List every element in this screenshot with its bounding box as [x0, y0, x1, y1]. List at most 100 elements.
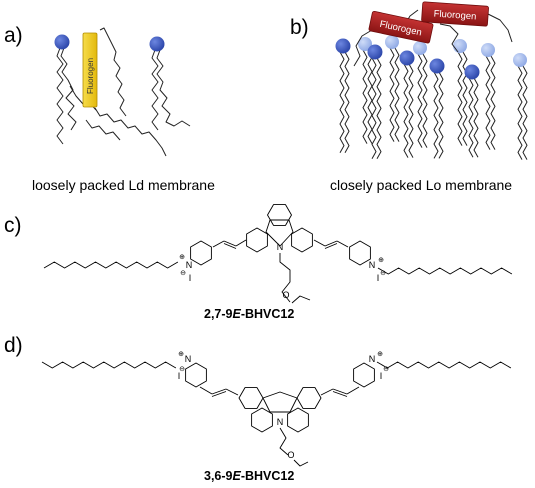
lipid-tail	[339, 51, 345, 154]
lipid-row-front	[335, 38, 480, 160]
positive-charge: ⊕	[377, 351, 383, 358]
lipid-tail	[422, 53, 428, 148]
panel-a: a) Fluorogen loosely packed Ld membrane	[4, 24, 215, 193]
lipid-tail	[367, 49, 373, 144]
iodide-counterion: I	[377, 273, 380, 283]
lipid-tail	[522, 65, 528, 160]
negative-charge: ⊖	[180, 270, 186, 277]
iodide-counterion: I	[189, 273, 192, 283]
lipid-tail	[473, 77, 479, 158]
negative-charge: ⊖	[380, 270, 386, 277]
compound-name-d: 3,6-9E-BHVC12	[204, 469, 294, 483]
alkyl-chain	[43, 261, 179, 269]
panel-d-label: d)	[4, 334, 23, 357]
aromatic-ring	[267, 204, 292, 226]
lipid-head-icon	[513, 53, 527, 67]
lipid-tail	[344, 51, 350, 154]
fluorogen-yellow: Fluorogen	[82, 32, 98, 108]
pyrrole-ring	[265, 219, 294, 247]
fluorogen-tether	[353, 29, 373, 67]
lipid-head-icon	[413, 41, 427, 55]
lipid-head-icon	[429, 58, 445, 74]
fluorogen-tether	[487, 13, 513, 43]
nitrogen-atom: N	[369, 354, 376, 364]
bond	[223, 243, 237, 249]
bond	[332, 388, 348, 395]
lipid-tail-lower	[85, 119, 121, 141]
bond	[199, 386, 213, 395]
nitrogen-atom: N	[185, 354, 192, 364]
panel-b-caption: closely packed Lo membrane	[330, 177, 512, 193]
bond	[313, 239, 326, 247]
lipid-tail	[462, 51, 468, 146]
lipid-head-icon	[464, 64, 480, 80]
lipid-head-icon	[385, 35, 399, 49]
fluorogen-label: Fluorogen	[86, 58, 95, 94]
lipid-ld-1	[54, 34, 77, 145]
bond	[223, 240, 237, 247]
bond	[211, 388, 227, 395]
aromatic-ring	[238, 387, 264, 409]
alkyl-chain	[377, 267, 513, 275]
nitrogen-atom: N	[186, 260, 193, 270]
lipid-head-icon	[54, 34, 70, 50]
bond	[235, 239, 247, 247]
aromatic-ring	[353, 362, 375, 388]
lipid-head-icon	[399, 50, 415, 66]
lipid-head-icon	[358, 37, 372, 51]
alkyl-chain	[41, 361, 177, 369]
aromatic-ring	[190, 240, 212, 266]
lipid-tail	[362, 49, 368, 144]
lipid-row-back	[358, 35, 528, 160]
bond	[336, 240, 349, 248]
panel-a-caption: loosely packed Ld membrane	[32, 177, 215, 193]
lipid-tail-long	[94, 107, 167, 157]
fluorogen-tether	[439, 23, 459, 53]
oxygen-atom: O	[287, 450, 294, 460]
positive-charge: ⊕	[378, 257, 384, 264]
bond	[332, 391, 348, 397]
lipid-tail	[468, 77, 474, 158]
oxygen-atom: O	[282, 290, 289, 300]
pyrrole-ring	[262, 391, 298, 413]
bond	[346, 386, 360, 395]
bond	[212, 240, 225, 248]
nitrogen-atom: N	[369, 260, 376, 270]
iodide-counterion: I	[178, 371, 181, 381]
lipid-tail	[490, 55, 496, 150]
negative-charge: ⊖	[383, 366, 389, 373]
lipid-tail	[371, 57, 377, 160]
aromatic-ring	[287, 407, 309, 433]
lipid-tail	[408, 63, 414, 158]
panel-d: d) N⊕I⊖NON⊕I⊖ 3,6-9E-BHVC12	[4, 334, 512, 483]
structure-2-7-bhvc12: N⊕I⊖NON⊕I⊖	[43, 204, 513, 304]
lipid-tail	[517, 65, 523, 160]
lipid-tail	[376, 57, 382, 160]
ethyl-group	[293, 459, 309, 467]
lipid-tail	[417, 53, 423, 148]
aromatic-ring	[251, 407, 273, 433]
lipid-tail	[403, 63, 409, 158]
fluorogen-label: Fluorogen	[433, 9, 476, 23]
ethyl-group	[291, 295, 311, 304]
positive-charge: ⊕	[179, 254, 185, 261]
lipid-tail	[485, 55, 491, 150]
compound-name-c: 2,7-9E-BHVC12	[204, 307, 294, 321]
iodide-counterion: I	[380, 371, 383, 381]
bond	[324, 240, 338, 247]
lipid-head-icon	[453, 39, 467, 53]
panel-b: b) Fluorogen Fluorogen closely packed Lo…	[290, 1, 528, 193]
lipid-ld-2	[149, 36, 191, 131]
lipid-tail	[457, 51, 463, 146]
panel-b-label: b)	[290, 16, 309, 39]
aromatic-ring	[246, 227, 268, 253]
panel-a-label: a)	[4, 24, 23, 47]
positive-charge: ⊕	[178, 351, 184, 358]
nitrogen-atom: N	[277, 417, 284, 427]
nitrogen-atom: N	[277, 242, 284, 252]
ether-chain	[279, 253, 291, 303]
fluorogen-red-1: Fluorogen	[368, 10, 434, 44]
aromatic-ring	[291, 227, 313, 253]
lipid-head-icon	[367, 44, 383, 60]
